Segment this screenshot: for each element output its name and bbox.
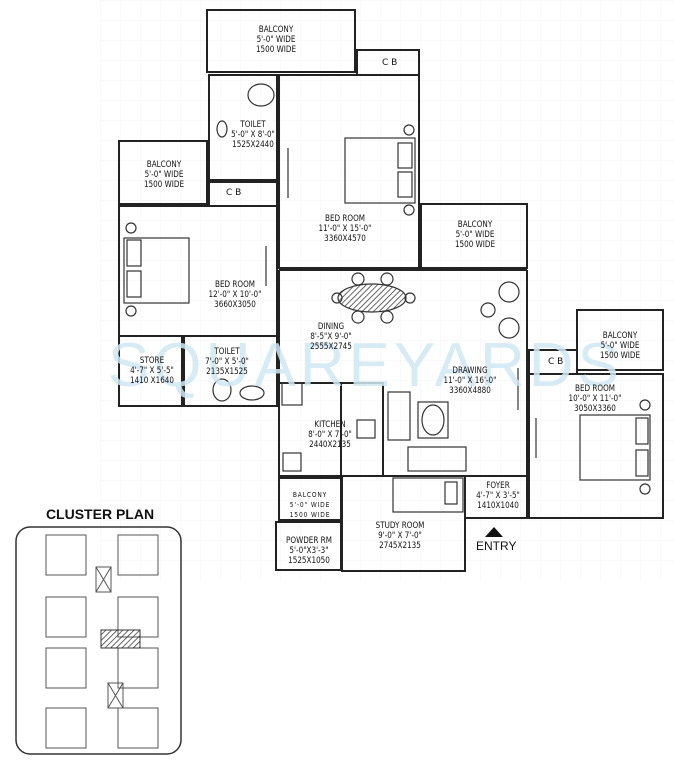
cb-left: C B <box>226 188 242 198</box>
cb-right: C B <box>548 357 564 367</box>
cluster-plan-title: CLUSTER PLAN <box>45 506 155 522</box>
furniture <box>123 83 651 513</box>
walls <box>118 9 664 572</box>
entry-label: ENTRY <box>476 539 517 553</box>
cb-top: C B <box>382 58 398 68</box>
entry-arrow-icon <box>485 527 503 537</box>
